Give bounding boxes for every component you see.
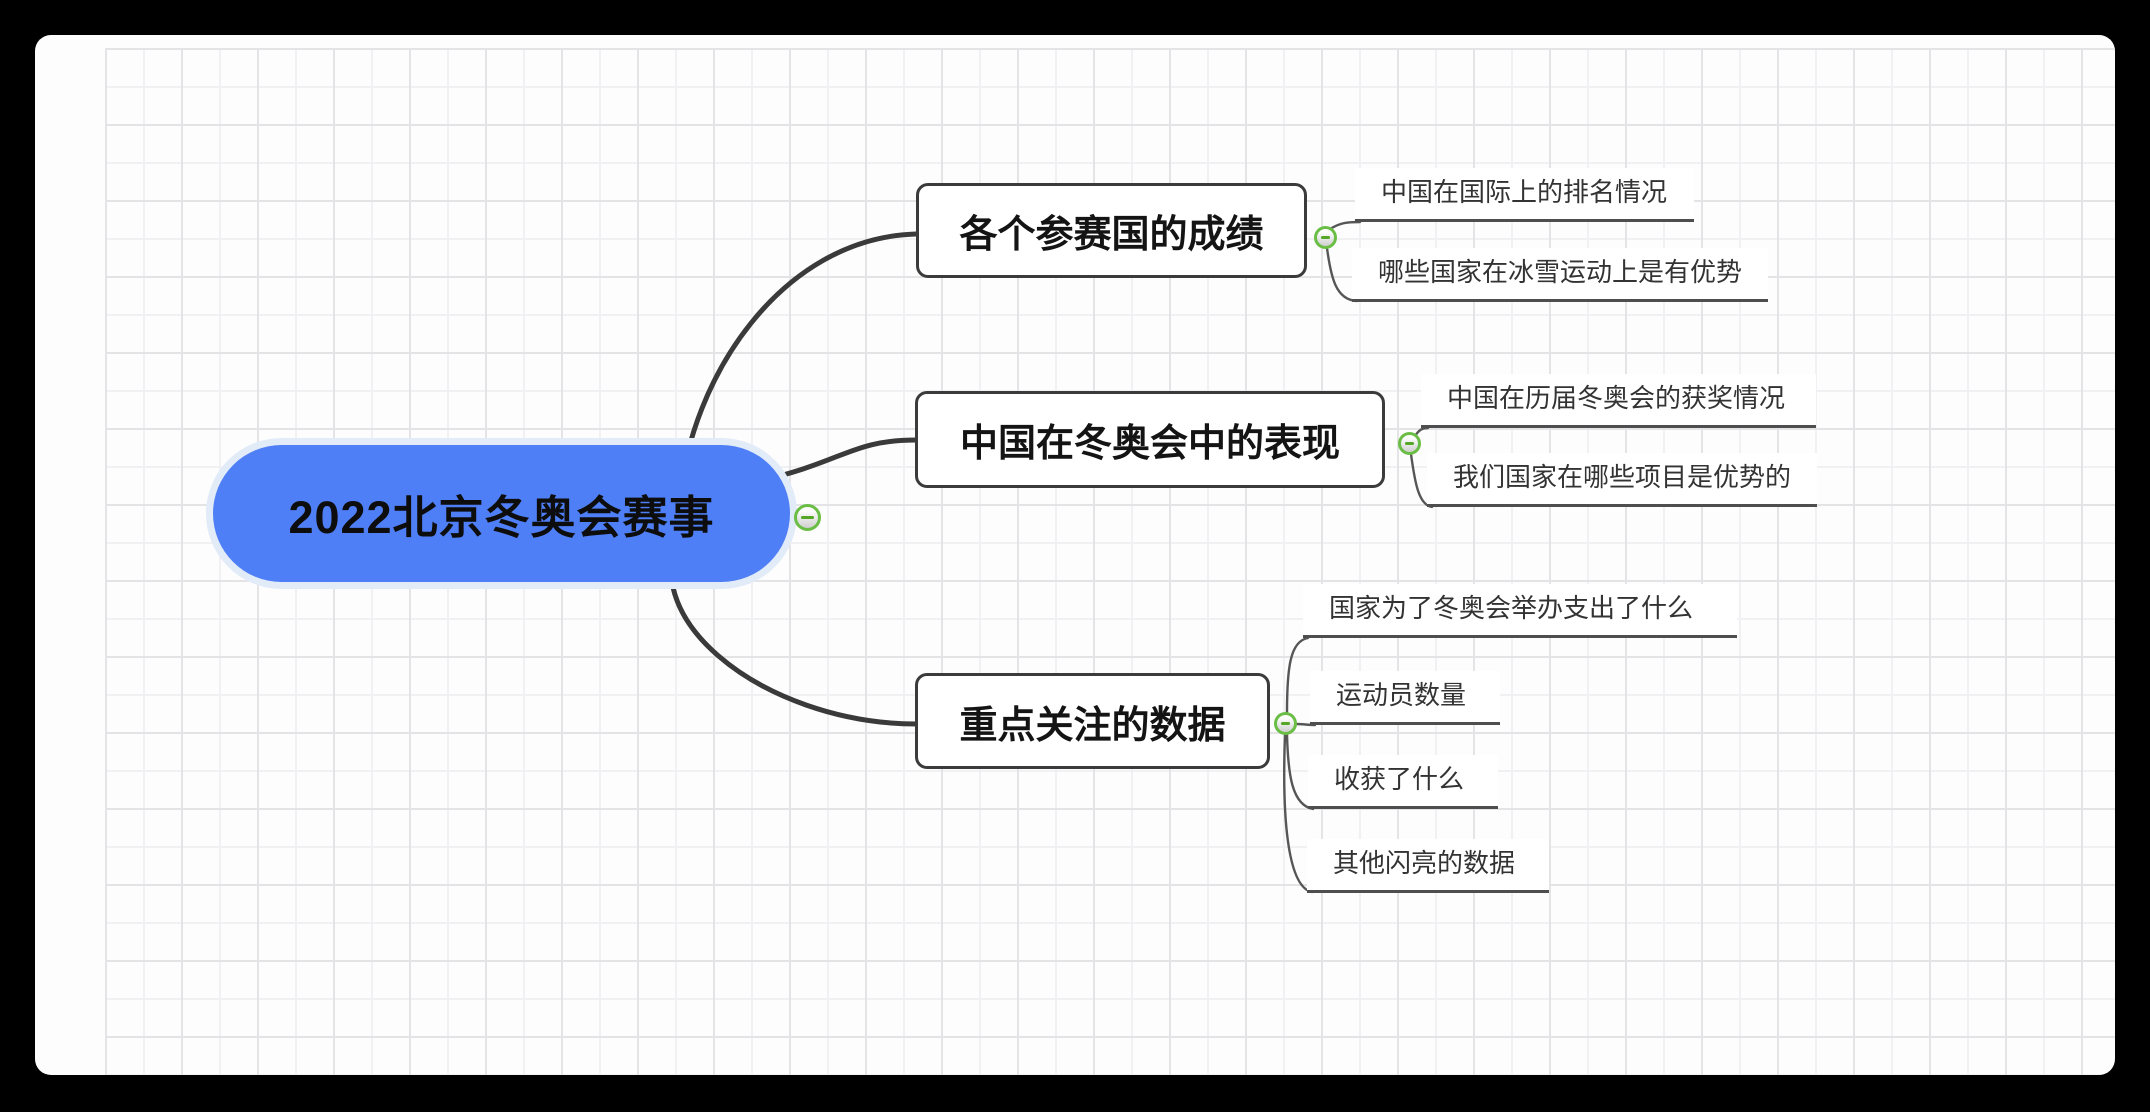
minus-icon <box>1404 442 1415 445</box>
collapse-button-branch3[interactable] <box>1274 712 1297 735</box>
subtopic-1-2[interactable]: 哪些国家在冰雪运动上是有优势 <box>1352 248 1768 302</box>
collapse-button-branch1[interactable] <box>1314 226 1337 249</box>
subtopic-3-2[interactable]: 运动员数量 <box>1310 671 1500 725</box>
subtopic-1-1[interactable]: 中国在国际上的排名情况 <box>1355 168 1694 222</box>
branch-topic-3[interactable]: 重点关注的数据 <box>915 673 1270 769</box>
subtopic-3-3[interactable]: 收获了什么 <box>1308 755 1498 809</box>
subtopic-3-1[interactable]: 国家为了冬奥会举办支出了什么 <box>1303 584 1737 638</box>
subtopic-2-2[interactable]: 我们国家在哪些项目是优势的 <box>1427 453 1817 507</box>
collapse-button-root[interactable] <box>794 504 821 531</box>
minus-icon <box>1280 722 1291 725</box>
minus-icon <box>1320 236 1331 239</box>
minus-icon <box>801 516 814 519</box>
subtopic-3-4[interactable]: 其他闪亮的数据 <box>1307 839 1549 893</box>
branch-topic-1[interactable]: 各个参赛国的成绩 <box>916 183 1307 278</box>
collapse-button-branch2[interactable] <box>1398 432 1421 455</box>
subtopic-2-1[interactable]: 中国在历届冬奥会的获奖情况 <box>1421 374 1816 428</box>
central-topic[interactable]: 2022北京冬奥会赛事 <box>213 445 790 582</box>
branch-topic-2[interactable]: 中国在冬奥会中的表现 <box>915 391 1385 488</box>
